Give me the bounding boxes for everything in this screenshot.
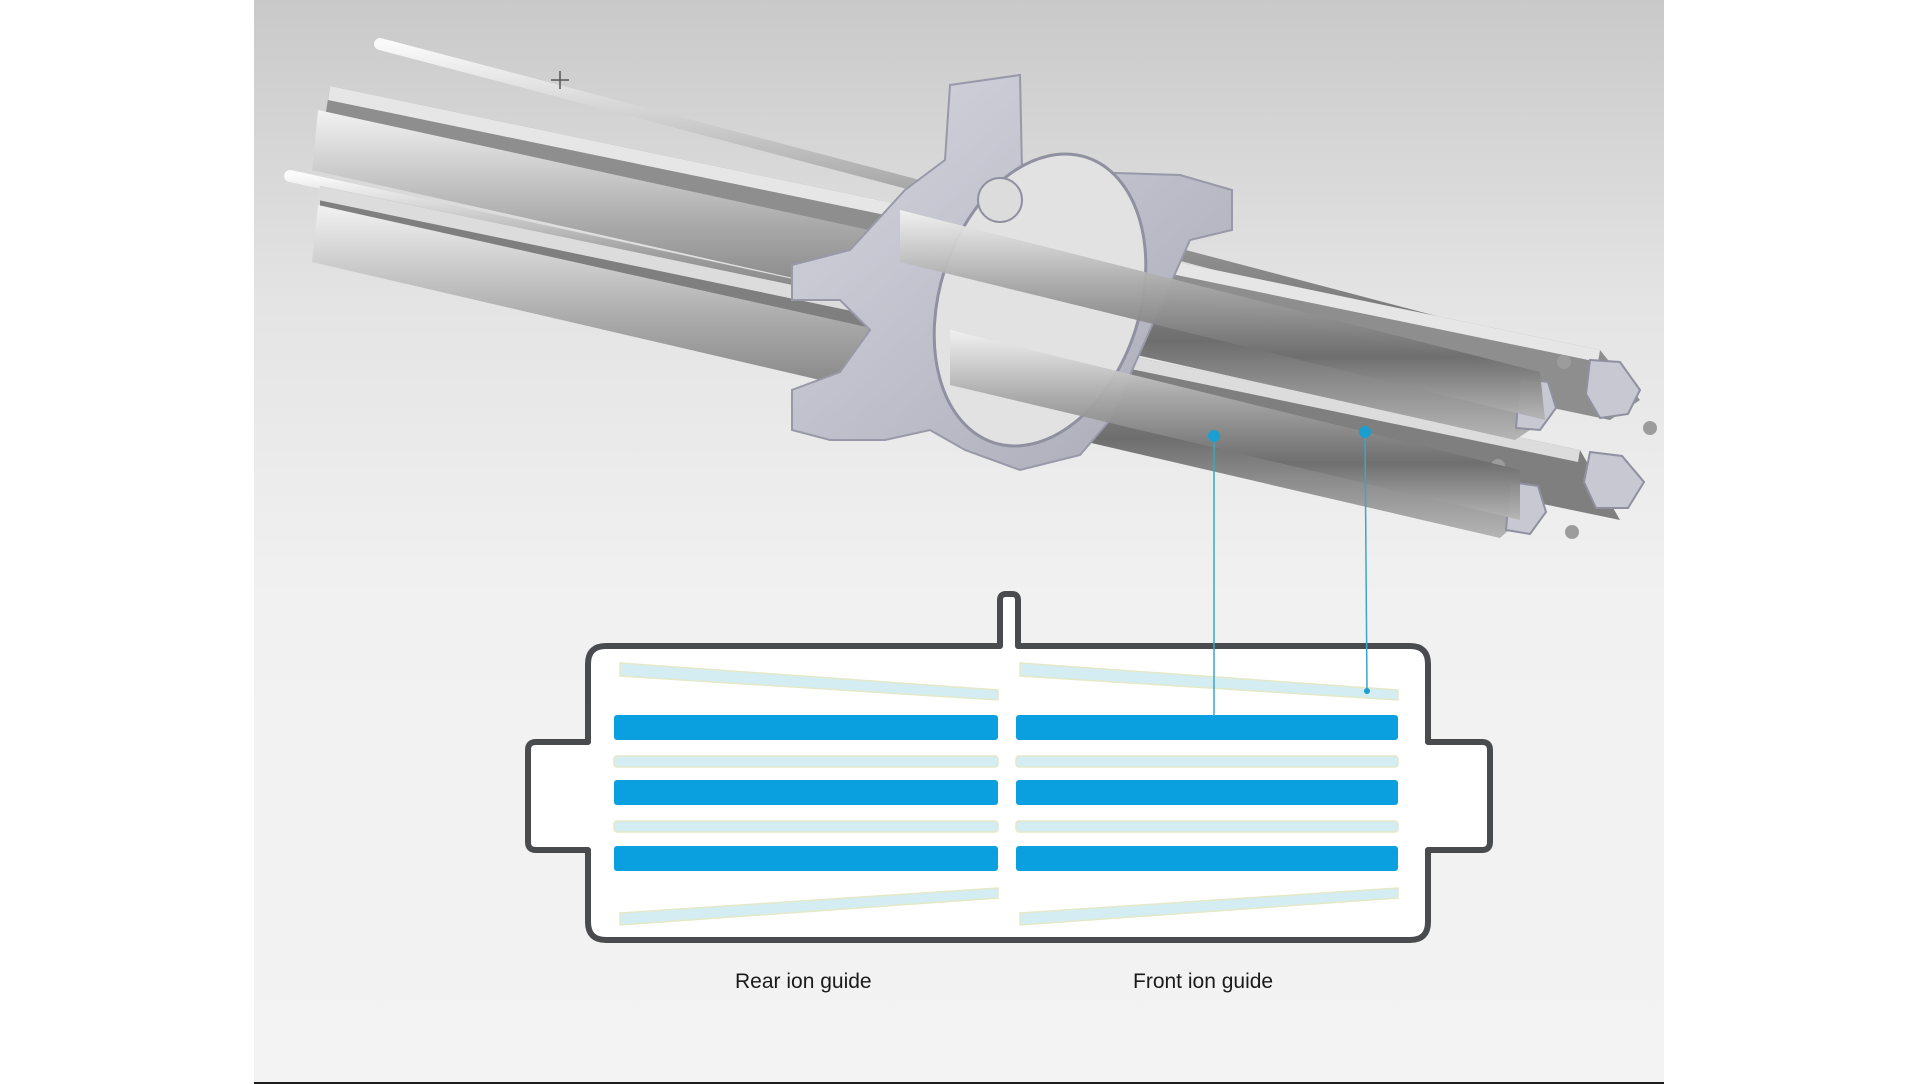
callout-line-aux xyxy=(1364,431,1368,691)
rod-end-4 xyxy=(1565,525,1579,539)
front-rod-3 xyxy=(1016,846,1398,871)
rod-cap-1 xyxy=(1584,358,1642,420)
front-tapered-top xyxy=(1019,662,1399,701)
callout-dot-rod xyxy=(1208,430,1220,442)
rod-end-2 xyxy=(1643,421,1657,435)
rod-end-1 xyxy=(1557,355,1571,369)
rear-rod-2 xyxy=(614,780,998,805)
front-electrodes xyxy=(1015,662,1399,926)
front-rod-2 xyxy=(1016,780,1398,805)
rear-ion-guide-label: Rear ion guide xyxy=(735,970,872,993)
rear-tapered-bottom xyxy=(619,887,999,926)
front-aux-1 xyxy=(1015,755,1399,768)
rear-tapered-top xyxy=(619,662,999,701)
ion-guide-schematic xyxy=(525,426,1493,943)
front-tapered-bottom xyxy=(1019,887,1399,926)
rear-aux-2 xyxy=(613,820,999,833)
ion-guide-render xyxy=(284,38,1657,539)
rod-through-upper xyxy=(900,210,1545,420)
callouts xyxy=(1208,426,1371,716)
rear-electrodes xyxy=(613,662,999,926)
rear-aux-1 xyxy=(613,755,999,768)
rod-through-lower xyxy=(950,330,1520,520)
crosshair-icon xyxy=(551,71,569,89)
callout-dot-aux xyxy=(1359,426,1371,438)
callout-end-aux xyxy=(1364,688,1370,694)
front-aux-2 xyxy=(1015,820,1399,833)
rear-rod-3 xyxy=(614,846,998,871)
rod-cap-3 xyxy=(1582,450,1646,509)
front-rod-1 xyxy=(1016,715,1398,740)
rear-rod-1 xyxy=(614,715,998,740)
housing-inlet xyxy=(1003,600,1015,652)
front-ion-guide-label: Front ion guide xyxy=(1133,970,1274,993)
